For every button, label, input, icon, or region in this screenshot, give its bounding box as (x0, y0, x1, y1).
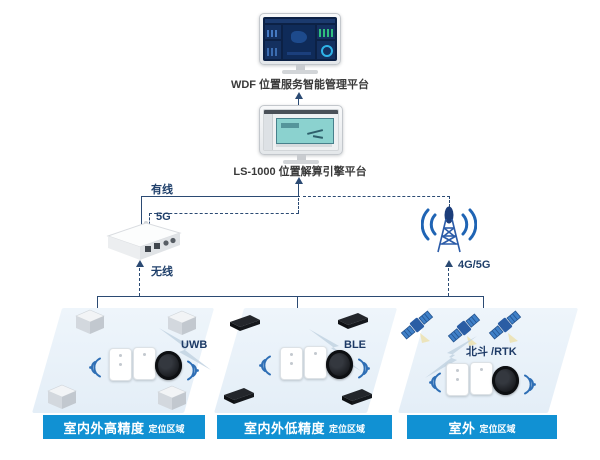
cellular-link-line (448, 268, 449, 296)
zone-title: 室内外高精度 (63, 420, 145, 436)
ls1000-engine-screen (263, 109, 339, 151)
dashboard-widget (317, 25, 335, 39)
ble-tech-label: BLE (344, 339, 366, 351)
fiveg-link-label: 5G (156, 211, 171, 223)
zone-uwb-banner: 室内外高精度 定位区域 (43, 415, 205, 439)
signal-waves-icon (358, 358, 370, 379)
wireless-link-line (139, 268, 140, 296)
ls-to-wdf-link (298, 98, 299, 106)
app-statusbar (276, 144, 332, 147)
fiveg-link-line (298, 198, 299, 213)
smartwatch-icon (492, 366, 519, 395)
app-toolbar (264, 110, 338, 114)
zone-subtitle: 定位区域 (329, 423, 366, 434)
arrow-up-icon (445, 260, 453, 267)
badge-tag-icon (470, 362, 493, 395)
zone-title: 室内外低精度 (243, 420, 325, 436)
monitor-bezel (259, 13, 341, 65)
dashboard-widget (265, 41, 281, 59)
zone-ble-banner: 室内外低精度 定位区域 (217, 415, 392, 439)
arrow-up-icon (295, 177, 303, 184)
smartwatch-icon (326, 350, 353, 379)
wdf-monitor (259, 13, 341, 74)
monitor-base (283, 160, 319, 164)
satellite-icon (488, 310, 522, 343)
tower-uplink-line (303, 196, 450, 197)
signal-waves-icon (89, 357, 101, 378)
fiveg-link-line (149, 213, 150, 229)
zone-title: 室外 (448, 420, 476, 436)
uwb-anchor-icon (47, 384, 77, 409)
uwb-anchor-icon (157, 385, 187, 410)
fiveg-link-line (149, 213, 299, 214)
ls1000-platform-label: LS-1000 位置解算引擎平台 (233, 166, 367, 178)
dashboard-widget (317, 41, 335, 59)
badge-tag-icon (280, 347, 303, 380)
dashboard-map-panel (283, 25, 315, 59)
cell-tower-icon (421, 201, 477, 255)
wired-link-line (141, 196, 300, 197)
zone-bus-stub (97, 296, 98, 310)
signal-waves-icon (259, 355, 271, 376)
monitor-stand (295, 65, 305, 70)
zone-bus-stub (483, 296, 484, 312)
gateway-device (100, 219, 188, 267)
wdf-dashboard-screen (263, 17, 337, 61)
junction-to-ls-link (298, 183, 299, 196)
dashboard-topbar (265, 19, 335, 23)
ls1000-monitor (259, 105, 343, 164)
badge-tag-icon (109, 348, 132, 381)
ble-beacon-icon (230, 315, 260, 331)
tower-uplink-line (449, 196, 450, 211)
monitor-bezel (259, 105, 343, 155)
monitor-base (282, 70, 318, 74)
dashboard-widget (265, 25, 281, 39)
satellite-icon (400, 310, 434, 343)
wireless-link-label: 无线 (151, 266, 173, 278)
smartwatch-icon (155, 351, 182, 380)
signal-waves-icon (524, 374, 536, 395)
wireless-gateway-icon (106, 221, 182, 260)
badge-tag-icon (133, 347, 156, 380)
lightning-bolt-icon (159, 328, 211, 370)
ble-beacon-icon (224, 388, 254, 404)
badge-tag-icon (446, 363, 469, 396)
arrow-up-icon (136, 260, 144, 267)
uwb-anchor-icon (167, 310, 197, 335)
arrow-up-icon (295, 92, 303, 99)
cellular-link-label: 4G/5G (458, 259, 491, 271)
ble-beacon-icon (338, 313, 368, 329)
lightning-bolt-icon (425, 336, 477, 378)
beidou-rtk-tech-label: 北斗 /RTK (466, 346, 517, 358)
signal-waves-icon (429, 372, 441, 393)
monitor-stand (296, 155, 306, 160)
uwb-tech-label: UWB (181, 339, 208, 351)
uwb-anchor-icon (75, 309, 105, 334)
zone-bus-stub (297, 296, 298, 312)
app-sidebar (264, 114, 273, 150)
wdf-platform-label: WDF 位置服务智能管理平台 (230, 79, 370, 91)
wired-link-line (141, 196, 142, 229)
zone-bus-line (97, 296, 483, 297)
zone-subtitle: 定位区域 (148, 423, 185, 434)
zone-outdoor-banner: 室外 定位区域 (407, 415, 557, 439)
wired-link-label: 有线 (151, 184, 173, 196)
signal-waves-icon (187, 360, 199, 381)
zone-subtitle: 定位区域 (479, 423, 516, 434)
ble-beacon-icon (342, 389, 372, 405)
badge-tag-icon (304, 346, 327, 379)
floorplan-map (276, 118, 334, 144)
satellite-icon (447, 313, 481, 346)
